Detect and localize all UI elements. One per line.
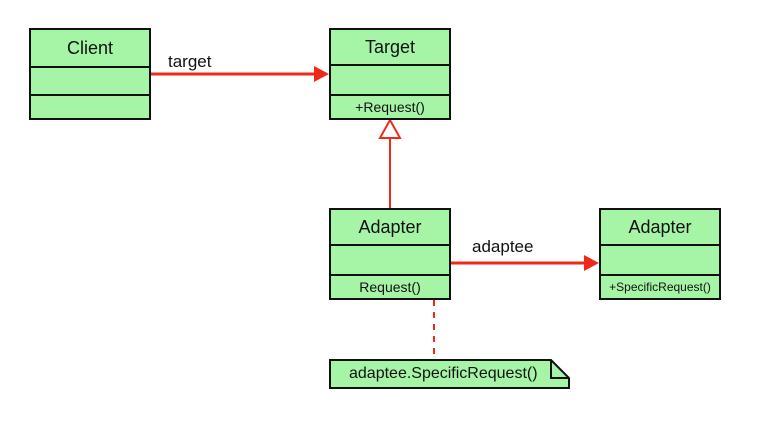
client-target-arrowhead xyxy=(314,66,329,82)
adapter-class-box[interactable]: Adapter Request() xyxy=(329,208,451,300)
adaptee-association-label: adaptee xyxy=(472,237,534,256)
adapter-operation: Request() xyxy=(331,274,449,298)
note-folded-corner xyxy=(550,360,569,379)
adaptee-operation: +SpecificRequest() xyxy=(601,274,719,298)
note-text: adaptee.SpecificRequest() xyxy=(349,365,538,382)
note-shape xyxy=(329,359,570,389)
target-class-name: Target xyxy=(331,30,449,64)
target-class-box[interactable]: Target +Request() xyxy=(329,28,451,120)
client-class-name: Client xyxy=(31,30,149,66)
client-operations-compartment xyxy=(31,94,149,118)
target-operation: +Request() xyxy=(331,94,449,118)
adaptee-class-name: Adapter xyxy=(601,210,719,244)
client-attributes-compartment xyxy=(31,66,149,94)
adaptee-class-box[interactable]: Adapter +SpecificRequest() xyxy=(599,208,721,300)
adapter-adaptee-arrowhead xyxy=(584,255,599,271)
adapter-attributes-compartment xyxy=(331,244,449,274)
adapter-class-name: Adapter xyxy=(331,210,449,244)
adaptee-attributes-compartment xyxy=(601,244,719,274)
target-attributes-compartment xyxy=(331,64,449,94)
client-class-box[interactable]: Client xyxy=(29,28,151,120)
target-association-label: target xyxy=(168,52,212,71)
generalization-triangle xyxy=(378,117,402,139)
